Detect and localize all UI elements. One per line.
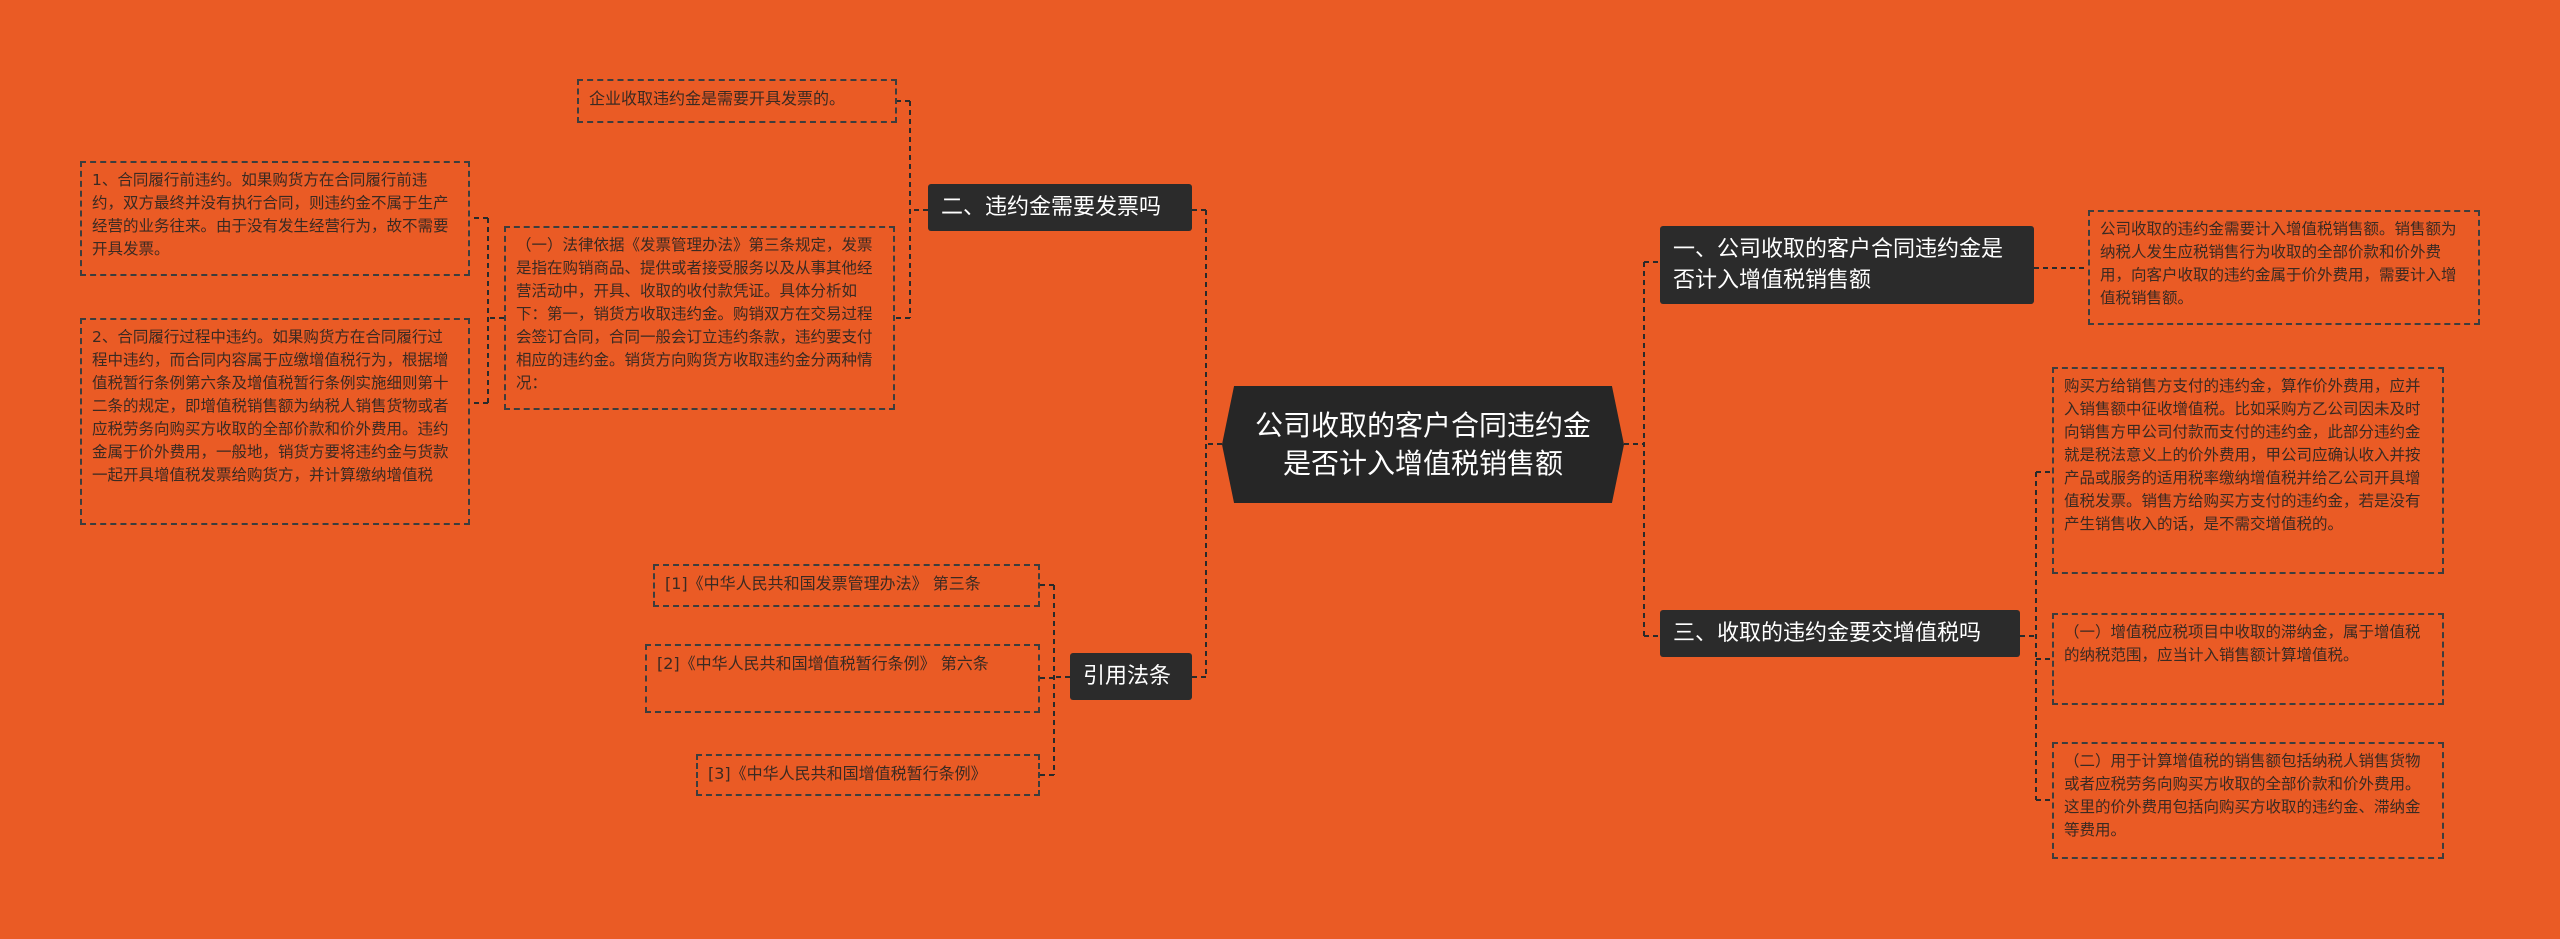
leaf-node[interactable]: （一）法律依据《发票管理办法》第三条规定，发票是指在购销商品、提供或者接受服务以… xyxy=(504,226,895,410)
leaf-text: 1、合同履行前违约。如果购货方在合同履行前违约，双方最终并没有执行合同，则违约金… xyxy=(92,171,449,258)
topic-included-in-sales[interactable]: 一、公司收取的客户合同违约金是否计入增值税销售额 xyxy=(1660,226,2034,304)
leaf-node[interactable]: 购买方给销售方支付的违约金，算作价外费用，应并入销售额中征收增值税。比如采购方乙… xyxy=(2052,367,2444,574)
leaf-node[interactable]: [2]《中华人民共和国增值税暂行条例》 第六条 xyxy=(645,644,1040,713)
leaf-text: [3]《中华人民共和国增值税暂行条例》 xyxy=(708,764,987,783)
leaf-text: 2、合同履行过程中违约。如果购货方在合同履行过程中违约，而合同内容属于应缴增值税… xyxy=(92,328,449,484)
topic-label: 二、违约金需要发票吗 xyxy=(941,195,1162,220)
leaf-node[interactable]: 2、合同履行过程中违约。如果购货方在合同履行过程中违约，而合同内容属于应缴增值税… xyxy=(80,318,470,525)
topic-label: 引用法条 xyxy=(1083,664,1172,689)
root-topic[interactable]: 公司收取的客户合同违约金是否计入增值税销售额 xyxy=(1222,386,1624,503)
leaf-text: 公司收取的违约金需要计入增值税销售额。销售额为纳税人发生应税销售行为收取的全部价… xyxy=(2100,220,2457,307)
leaf-node[interactable]: 企业收取违约金是需要开具发票的。 xyxy=(577,79,897,123)
leaf-text: 购买方给销售方支付的违约金，算作价外费用，应并入销售额中征收增值税。比如采购方乙… xyxy=(2064,377,2421,533)
topic-label: 三、收取的违约金要交增值税吗 xyxy=(1673,621,1982,646)
topic-label: 一、公司收取的客户合同违约金是否计入增值税销售额 xyxy=(1673,237,2004,293)
leaf-text: [2]《中华人民共和国增值税暂行条例》 第六条 xyxy=(657,654,989,673)
topic-vat-payable[interactable]: 三、收取的违约金要交增值税吗 xyxy=(1660,610,2020,657)
leaf-text: （二）用于计算增值税的销售额包括纳税人销售货物或者应税劳务向购买方收取的全部价款… xyxy=(2064,752,2421,839)
leaf-node[interactable]: 公司收取的违约金需要计入增值税销售额。销售额为纳税人发生应税销售行为收取的全部价… xyxy=(2088,210,2480,325)
topic-invoice-required[interactable]: 二、违约金需要发票吗 xyxy=(928,184,1192,231)
leaf-text: [1]《中华人民共和国发票管理办法》 第三条 xyxy=(665,574,981,593)
leaf-node[interactable]: 1、合同履行前违约。如果购货方在合同履行前违约，双方最终并没有执行合同，则违约金… xyxy=(80,161,470,276)
root-topic-label: 公司收取的客户合同违约金是否计入增值税销售额 xyxy=(1254,408,1591,480)
leaf-node[interactable]: （一）增值税应税项目中收取的滞纳金，属于增值税的纳税范围，应当计入销售额计算增值… xyxy=(2052,613,2444,705)
leaf-text: 企业收取违约金是需要开具发票的。 xyxy=(589,89,846,108)
leaf-node[interactable]: [1]《中华人民共和国发票管理办法》 第三条 xyxy=(653,564,1040,607)
topic-cited-laws[interactable]: 引用法条 xyxy=(1070,653,1192,700)
leaf-node[interactable]: （二）用于计算增值税的销售额包括纳税人销售货物或者应税劳务向购买方收取的全部价款… xyxy=(2052,742,2444,859)
leaf-text: （一）法律依据《发票管理办法》第三条规定，发票是指在购销商品、提供或者接受服务以… xyxy=(516,236,873,392)
leaf-node[interactable]: [3]《中华人民共和国增值税暂行条例》 xyxy=(696,754,1040,796)
leaf-text: （一）增值税应税项目中收取的滞纳金，属于增值税的纳税范围，应当计入销售额计算增值… xyxy=(2064,623,2421,664)
